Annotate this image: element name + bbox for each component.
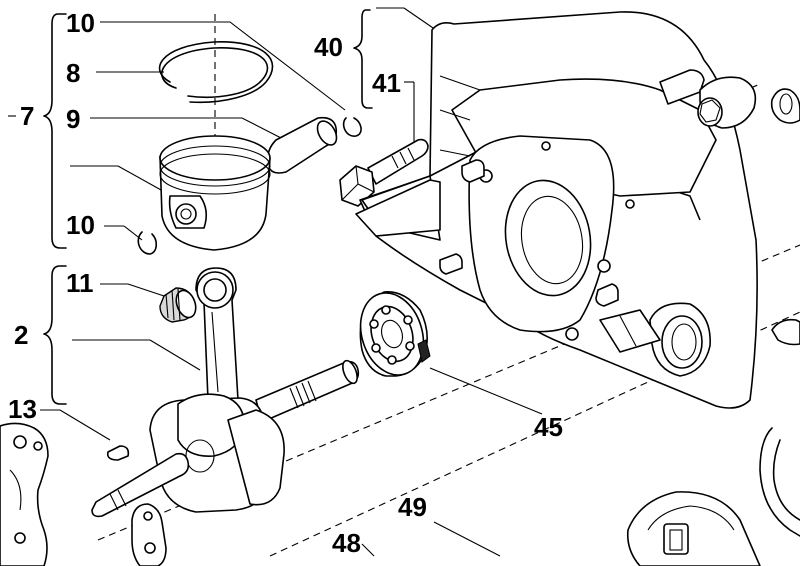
bracket-group-7 [8, 13, 67, 249]
gasket-left [0, 422, 49, 566]
leader-lines [40, 7, 543, 557]
circlip-bottom [137, 231, 158, 255]
piston-pin [266, 116, 338, 174]
callout-45: 45 [534, 412, 563, 442]
bracket-group-40 [353, 9, 373, 109]
callout-13: 13 [8, 394, 37, 424]
callout-9: 9 [66, 104, 81, 134]
right-edge-parts [759, 88, 800, 537]
callout-48: 48 [332, 528, 361, 558]
gasket-center [131, 503, 167, 566]
callout-11: 11 [66, 268, 94, 298]
needle-bearing [159, 287, 197, 323]
piston-ring [158, 41, 274, 104]
callout-2: 2 [14, 320, 29, 350]
crankshaft-assembly [91, 267, 360, 518]
callout-49: 49 [398, 492, 427, 522]
callout-8: 8 [66, 58, 81, 88]
callout-40: 40 [314, 32, 343, 62]
cover-plate [355, 179, 441, 237]
bottom-cover-part [626, 491, 761, 566]
callout-7: 7 [20, 101, 35, 131]
bolt [339, 138, 429, 207]
circlip-top [342, 117, 362, 137]
ball-bearing [359, 291, 431, 377]
bracket-group-2 [43, 265, 67, 405]
callout-10-top: 10 [66, 8, 95, 38]
woodruff-key [106, 445, 130, 461]
callout-41: 41 [372, 68, 401, 98]
crankcase-housing [359, 11, 758, 409]
callout-10-bottom: 10 [66, 210, 95, 240]
piston [159, 135, 271, 251]
